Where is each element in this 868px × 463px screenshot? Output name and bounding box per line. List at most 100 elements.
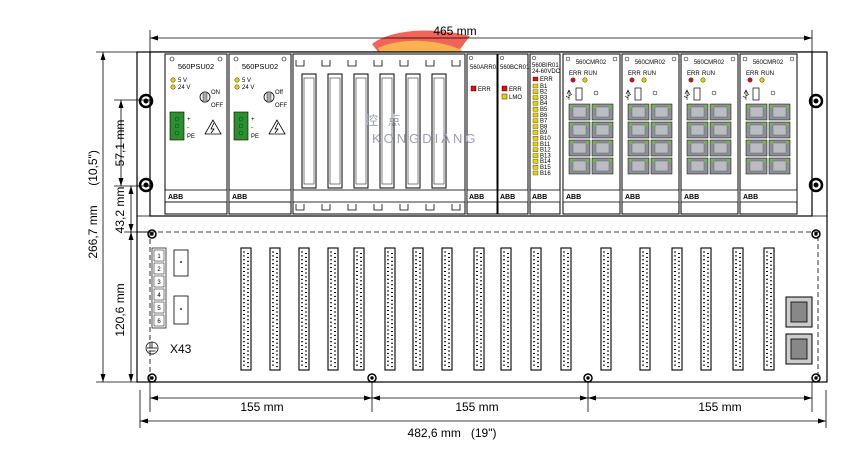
rj45-port-icon[interactable] (785, 333, 813, 365)
earth-ground-icon (145, 341, 159, 355)
ethernet-port-icon[interactable] (650, 103, 673, 121)
err-led-icon (532, 76, 539, 82)
slot-guide (321, 60, 343, 211)
usb-icon (742, 89, 750, 100)
usb-icon (683, 89, 691, 100)
lower-panel-outline (149, 231, 819, 383)
ethernet-port-icon[interactable] (650, 121, 673, 139)
run-led-icon (582, 77, 588, 83)
ethernet-port-icon[interactable] (686, 121, 709, 139)
ethernet-port-icon[interactable] (568, 103, 591, 121)
svg-text:LMO: LMO (509, 95, 522, 101)
module-title: 560BCR01 (500, 65, 530, 71)
input-led-icon (532, 101, 539, 106)
pin-connector (530, 247, 542, 371)
usb-port[interactable] (634, 87, 642, 101)
svg-text:PE: PE (251, 134, 259, 140)
terminal-cell (153, 249, 165, 262)
led-icon (170, 84, 176, 90)
ethernet-port-icon[interactable] (568, 157, 591, 175)
connector-label: X43 (170, 342, 192, 356)
ethernet-port-icon[interactable] (745, 139, 768, 157)
ethernet-port-icon[interactable] (650, 139, 673, 157)
ethernet-port-icon[interactable] (650, 157, 673, 175)
terminal-label: 1 (157, 254, 161, 260)
mounting-screws (138, 93, 824, 383)
ethernet-port-icon[interactable] (568, 139, 591, 157)
terminal-label: 5 (157, 306, 161, 312)
dim-spacing: 43,2 mm (113, 187, 127, 234)
ethernet-port-icon[interactable] (686, 157, 709, 175)
terminal-cell (153, 262, 165, 275)
err-led-icon (688, 77, 694, 83)
ethernet-port-icon[interactable] (745, 121, 768, 139)
pin-connector (353, 247, 365, 371)
ethernet-port-icon[interactable] (686, 139, 709, 157)
ethernet-port-icon[interactable] (627, 139, 650, 157)
ethernet-port-icon[interactable] (627, 157, 650, 175)
module-title: 560CMR02 (635, 60, 666, 66)
ethernet-port-icon[interactable] (709, 139, 732, 157)
pin-connector (298, 247, 310, 371)
pin-connector (500, 247, 512, 371)
ethernet-port-icon[interactable] (768, 139, 791, 157)
pin-connector (700, 247, 712, 371)
svg-text:+: + (187, 117, 191, 123)
input-led-icon (532, 136, 539, 141)
ethernet-port-icon[interactable] (768, 157, 791, 175)
input-led-label: B3 (540, 95, 548, 101)
input-led-label: B7 (540, 119, 548, 125)
input-led-label: B6 (540, 113, 548, 119)
module-subtitle: 24-60VDC (532, 69, 561, 75)
ethernet-port-icon[interactable] (745, 103, 768, 121)
dim-top-width: 465 mm (433, 24, 476, 38)
rj45-port-icon[interactable] (785, 296, 813, 328)
fuse-holder (173, 295, 189, 325)
led-label: ERR (540, 77, 553, 83)
ethernet-port-icon[interactable] (709, 103, 732, 121)
ethernet-port-icon[interactable] (768, 121, 791, 139)
terminal-label: 6 (157, 319, 161, 325)
ethernet-port-icon[interactable] (591, 157, 614, 175)
ethernet-port-icon[interactable] (627, 121, 650, 139)
run-label: RUN (584, 71, 597, 77)
run-led-icon (700, 77, 706, 83)
err-label: ERR (569, 71, 582, 77)
slot-guide (373, 60, 395, 211)
ethernet-port-icon[interactable] (568, 121, 591, 139)
ethernet-port-icon[interactable] (627, 103, 650, 121)
ethernet-port-icon[interactable] (709, 157, 732, 175)
svg-text:PE: PE (187, 134, 195, 140)
input-led-icon (532, 83, 539, 89)
input-led-icon (532, 130, 539, 135)
svg-text:OFF: OFF (275, 103, 287, 109)
ethernet-port-icon[interactable] (768, 103, 791, 121)
ethernet-port-icon[interactable] (686, 103, 709, 121)
dim-total-width: 482,6 mm(19") (408, 426, 497, 440)
ethernet-port-icon[interactable] (591, 103, 614, 121)
ethernet-port-icon[interactable] (709, 121, 732, 139)
usb-port[interactable] (575, 87, 583, 101)
input-led-icon (532, 141, 539, 147)
slot-guide (451, 60, 461, 211)
input-led-label: B14 (540, 159, 551, 165)
usb-port[interactable] (693, 87, 701, 101)
input-led-label: B5 (540, 107, 548, 113)
input-led-column: ERRB1B2B3B4B5B6B7B8B9B10B11B12B13B14B15B… (532, 76, 553, 177)
power-switch-icon[interactable] (263, 91, 275, 103)
svg-text:OFF: OFF (211, 103, 223, 109)
input-led-icon (532, 112, 539, 118)
screw-icon (147, 229, 157, 239)
led-icon (234, 77, 240, 83)
input-led-icon (532, 89, 539, 94)
terminal-label: 3 (157, 280, 161, 286)
power-switch-icon[interactable] (199, 91, 211, 103)
module-title: 560CMR02 (694, 60, 725, 66)
usb-port[interactable] (752, 87, 760, 101)
ethernet-port-icon[interactable] (745, 157, 768, 175)
ethernet-port-icon[interactable] (591, 121, 614, 139)
ethernet-port-icon[interactable] (591, 139, 614, 157)
module-560arr02: 560ARR02 ERR ABB (466, 53, 500, 215)
